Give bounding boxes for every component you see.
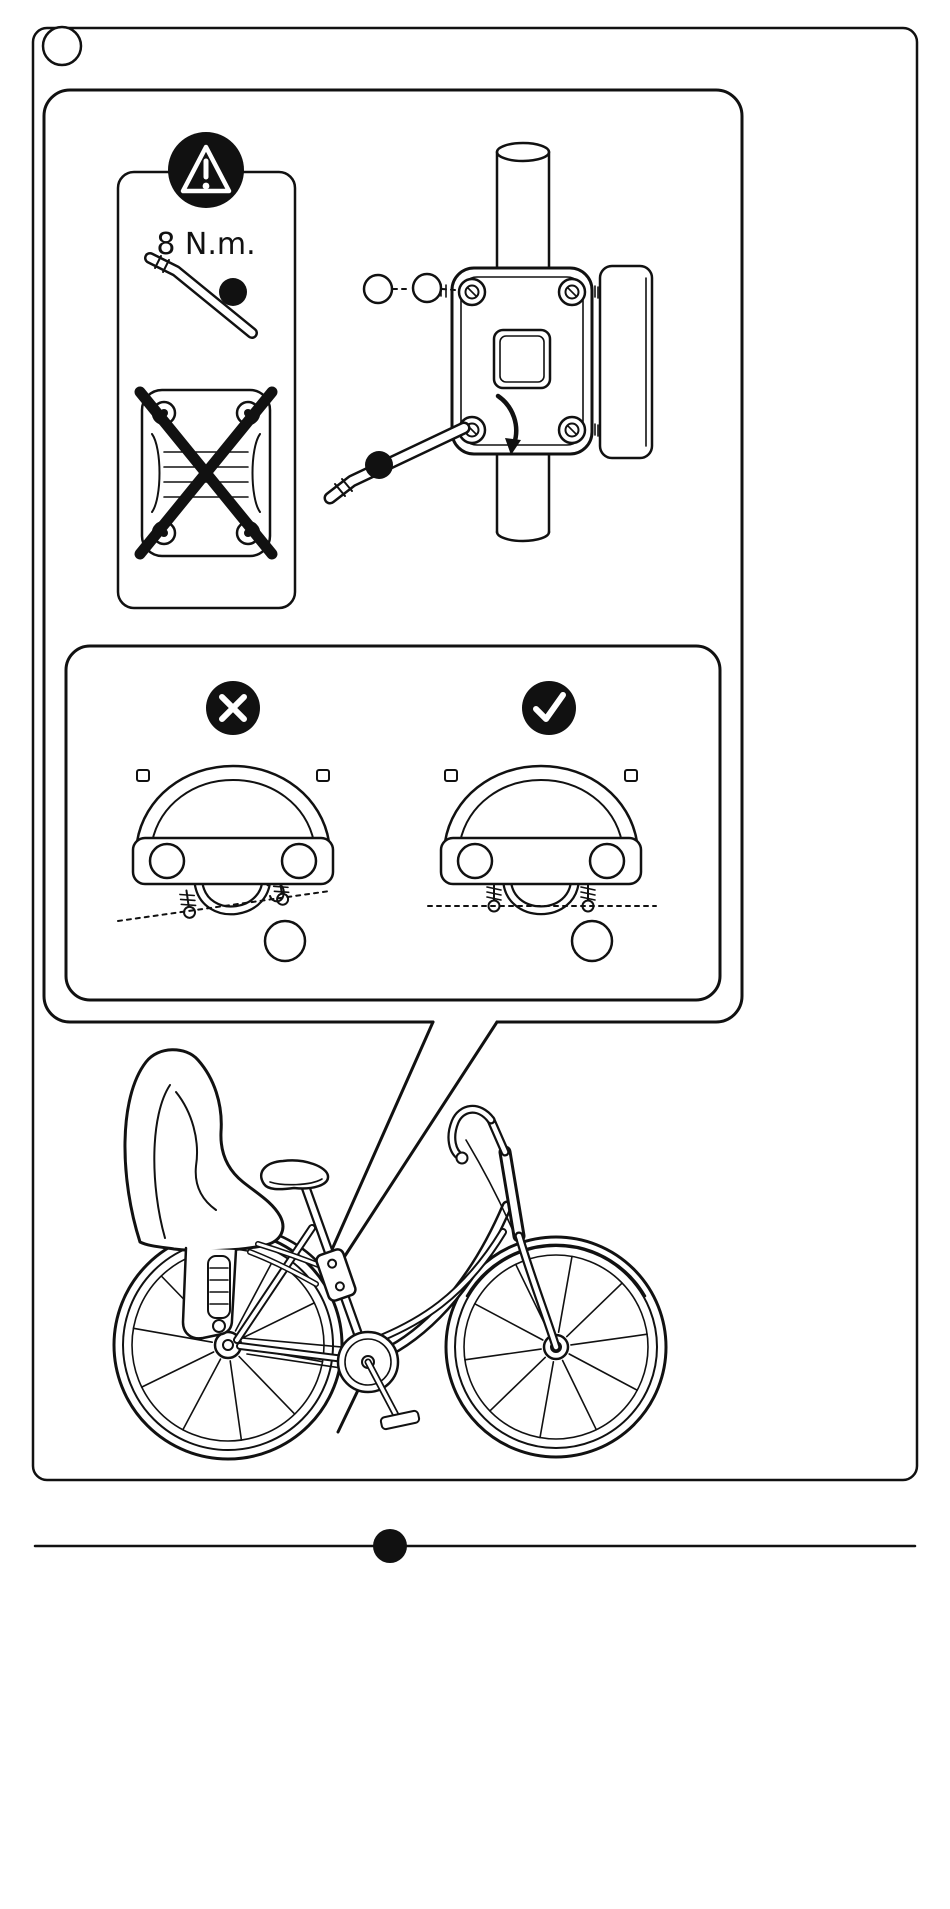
page-footer (33, 1529, 917, 1563)
level-strap-clamp (486, 873, 596, 916)
callout-circle (263, 919, 307, 963)
alignment-panel-border (64, 644, 722, 1002)
mount-bracket (315, 1248, 357, 1302)
seat-back-plate (591, 264, 654, 460)
pedal (379, 1409, 421, 1431)
page-corner-circle (41, 25, 83, 67)
page-frame (31, 25, 919, 1482)
clamp-tightening-figure (323, 141, 654, 543)
clamp-bolts (435, 277, 587, 445)
page-border (31, 26, 919, 1482)
front-fender (465, 1243, 647, 1298)
crankset (336, 1330, 421, 1434)
callout-leader-line (392, 288, 456, 291)
correct-icon (522, 681, 576, 735)
wrong-alignment-figure (117, 764, 335, 963)
child-seat (123, 1048, 329, 1340)
hex-key-icon (323, 421, 471, 505)
instruction-panel-border (42, 88, 744, 1024)
warning-icon (168, 132, 244, 208)
misaligned-axis-line (117, 890, 331, 922)
callout-circle-1 (362, 273, 394, 305)
prohibited-bracket-figure (134, 386, 278, 560)
callout-circle-2 (411, 272, 443, 304)
brake-cable (465, 1139, 518, 1241)
callout-tail (320, 1020, 499, 1274)
clamp-plate (450, 266, 594, 456)
alignment-comparison-panel (64, 644, 722, 1002)
handlebar (447, 1104, 518, 1241)
wrong-icon (206, 681, 260, 735)
kickstand (336, 1384, 362, 1434)
cross-out-mark (134, 386, 278, 560)
callout-circle (570, 919, 614, 963)
correct-alignment-figure (427, 764, 657, 963)
tool-step-dot (219, 278, 247, 306)
bicycle-figure (112, 1048, 668, 1461)
torque-value-label: 8 N.m. (156, 227, 255, 262)
page-progress-dot (373, 1529, 407, 1563)
foot-strap (207, 1255, 231, 1319)
warning-note: 8 N.m. (116, 132, 297, 610)
tool-step-dot (365, 451, 393, 479)
hex-key-icon (144, 252, 258, 339)
instruction-panel (42, 88, 744, 1024)
rotation-arrow (495, 393, 521, 455)
saddle (259, 1159, 330, 1191)
handlebar-grip (455, 1151, 469, 1165)
